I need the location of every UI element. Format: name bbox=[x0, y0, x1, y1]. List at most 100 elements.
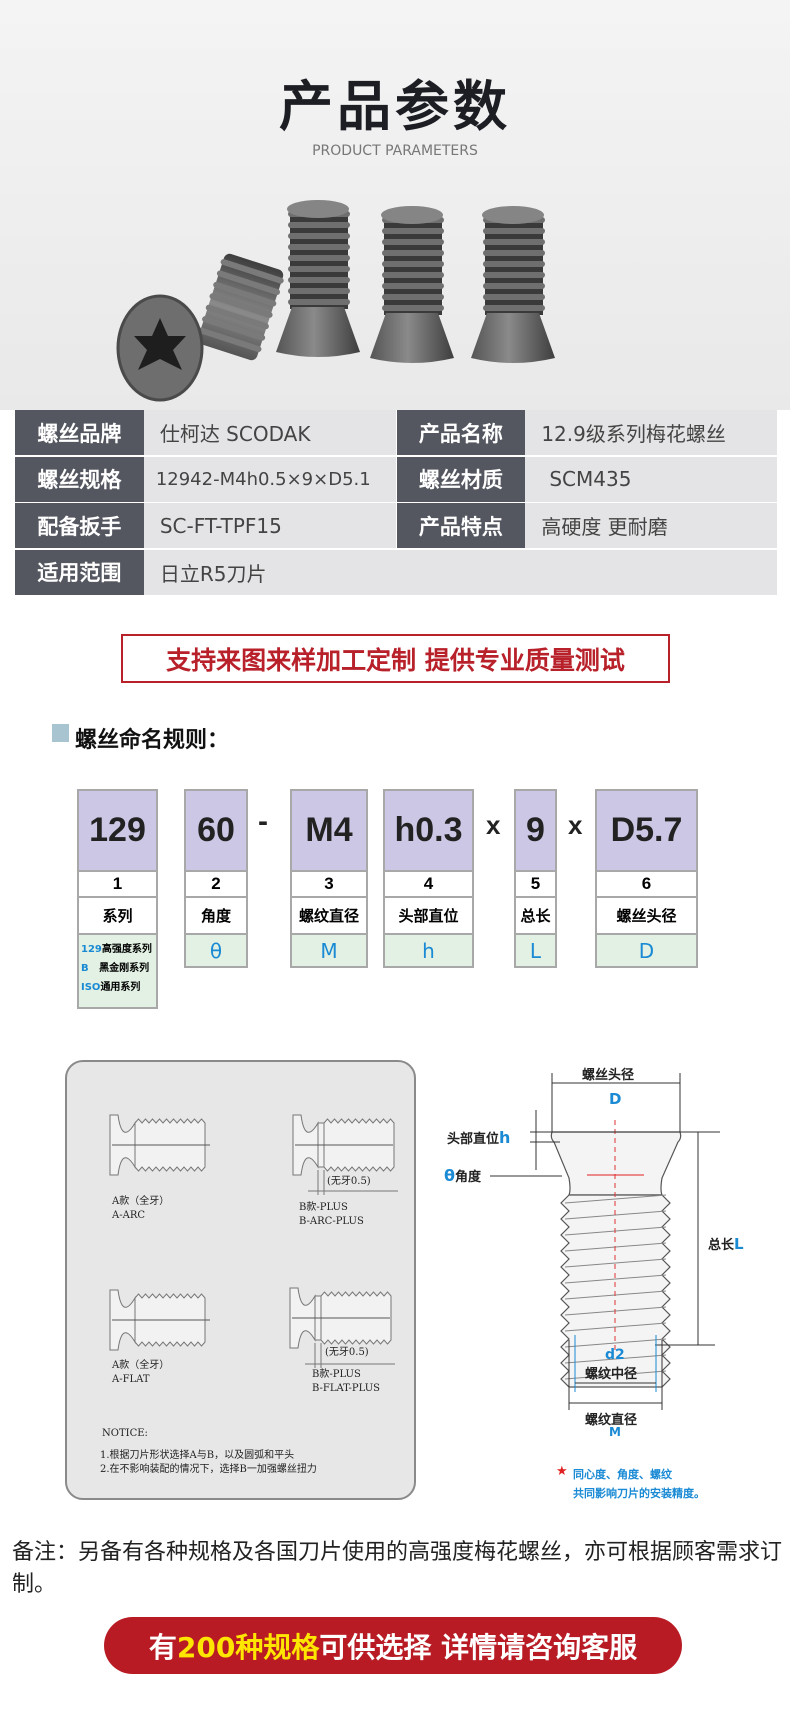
type-label: A款（全牙）A-FLAT bbox=[112, 1360, 170, 1385]
screw-thread bbox=[483, 239, 545, 245]
naming-code: 9 bbox=[516, 791, 555, 870]
naming-column-angle: 60 2 角度 θ bbox=[184, 789, 248, 968]
naming-column-length: 9 5 总长 L bbox=[514, 789, 557, 968]
pitch-diameter-label: 螺纹中径 bbox=[585, 1367, 638, 1382]
screw-head bbox=[370, 313, 454, 363]
naming-symbol: θ bbox=[186, 933, 246, 966]
series-name: 黑金刚系列 bbox=[99, 963, 150, 974]
naming-column-head-dia: D5.7 6 螺丝头径 D bbox=[595, 789, 698, 968]
screw-thread bbox=[288, 277, 350, 283]
screw-head bbox=[471, 313, 555, 363]
naming-index: 2 bbox=[186, 870, 246, 896]
naming-label: 角度 bbox=[186, 896, 246, 933]
screw-thread bbox=[209, 293, 273, 318]
spec-table: 螺丝品牌 仕柯达 SCODAK 产品名称 12.9级系列梅花螺丝 螺丝规格 12… bbox=[15, 410, 778, 596]
spec-label: 产品特点 bbox=[396, 503, 526, 548]
screw-thread bbox=[288, 255, 350, 261]
screw-head-outline bbox=[550, 1131, 682, 1196]
spec-row: 配备扳手 SC-FT-TPF15 产品特点 高硬度 更耐磨 bbox=[15, 503, 778, 548]
screw-thread bbox=[213, 281, 277, 307]
naming-label: 总长 bbox=[516, 896, 555, 933]
spec-value: 12.9级系列梅花螺丝 bbox=[525, 410, 777, 455]
naming-index: 5 bbox=[516, 870, 555, 896]
naming-symbol: M bbox=[292, 933, 366, 966]
heading-bullet-icon bbox=[52, 724, 69, 742]
screw-drawing bbox=[289, 1287, 395, 1368]
screw-thread bbox=[288, 244, 350, 250]
head-flat-label: 头部直位h bbox=[447, 1128, 511, 1147]
naming-symbol: L bbox=[516, 933, 555, 966]
screw-thread bbox=[483, 294, 545, 300]
screw-thread bbox=[382, 228, 444, 234]
spec-label: 适用范围 bbox=[15, 549, 144, 595]
screw-thread bbox=[483, 261, 545, 267]
screw-end bbox=[381, 206, 443, 224]
spec-value: 日立R5刀片 bbox=[143, 549, 777, 595]
spec-label: 螺丝品牌 bbox=[15, 410, 144, 455]
spec-label: 产品名称 bbox=[396, 410, 526, 455]
naming-symbol: D bbox=[597, 933, 696, 966]
separator-dash: - bbox=[258, 805, 268, 838]
screw-thread bbox=[202, 316, 266, 341]
naming-index: 4 bbox=[385, 870, 472, 896]
thread-line bbox=[564, 1258, 667, 1268]
screw-thread bbox=[382, 261, 444, 267]
type-label: A款（全牙）A-ARC bbox=[112, 1196, 170, 1221]
screw-head bbox=[276, 307, 360, 357]
notice-title: NOTICE: bbox=[102, 1428, 148, 1439]
screw-type-drawings bbox=[109, 1114, 398, 1368]
hero-banner bbox=[0, 0, 790, 410]
screw-thread bbox=[382, 283, 444, 289]
screw-thread bbox=[288, 266, 350, 272]
spec-value: 12942-M4h0.5×9×D5.1 bbox=[143, 456, 396, 502]
screw-photo bbox=[116, 200, 555, 402]
naming-code: h0.3 bbox=[385, 791, 472, 870]
screw-thread bbox=[220, 259, 284, 284]
separator-x: x bbox=[486, 810, 501, 840]
screw-thread bbox=[483, 228, 545, 234]
naming-label: 螺丝头径 bbox=[597, 896, 696, 933]
screw-thread bbox=[288, 299, 350, 305]
page-title: 产品参数 bbox=[279, 75, 511, 138]
screw-thread bbox=[483, 283, 545, 289]
screw-end bbox=[482, 206, 544, 224]
screw-thread bbox=[382, 294, 444, 300]
series-list: 129高强度系列 B 黑金刚系列 ISO通用系列 bbox=[79, 933, 156, 1007]
spec-value: SCM435 bbox=[525, 456, 778, 502]
naming-label: 系列 bbox=[79, 896, 156, 933]
screw-thread bbox=[483, 250, 545, 256]
screw-thread bbox=[288, 233, 350, 239]
series-name: 通用系列 bbox=[100, 982, 141, 993]
symbol-M: M bbox=[609, 1425, 621, 1439]
naming-code: D5.7 bbox=[597, 791, 696, 870]
naming-index: 1 bbox=[79, 870, 156, 896]
no-thread-label: (无牙0.5) bbox=[325, 1347, 369, 1358]
spec-value: SC-FT-TPF15 bbox=[143, 503, 396, 548]
series-code: ISO bbox=[81, 982, 101, 993]
custom-service-banner: 支持来图来样加工定制 提供专业质量测试 bbox=[121, 634, 670, 683]
naming-code: 129 bbox=[79, 791, 156, 870]
screw-thread bbox=[288, 288, 350, 294]
series-code: B bbox=[81, 963, 89, 974]
spec-label: 螺丝材质 bbox=[396, 456, 526, 502]
spec-value: 高硬度 更耐磨 bbox=[525, 503, 777, 548]
naming-index: 6 bbox=[597, 870, 696, 896]
cta-highlight: 200种规格 bbox=[176, 1630, 320, 1664]
spec-label: 配备扳手 bbox=[15, 503, 144, 548]
cta-text: 可供选择 详情请咨询客服 bbox=[319, 1630, 638, 1664]
upright-screw bbox=[471, 206, 555, 363]
spec-value: 仕柯达 SCODAK bbox=[143, 410, 396, 455]
screw-thread bbox=[198, 327, 262, 353]
naming-code: M4 bbox=[292, 791, 366, 870]
screw-thread bbox=[382, 250, 444, 256]
series-name: 高强度系列 bbox=[101, 944, 152, 955]
symbol-d2: d2 bbox=[605, 1347, 625, 1363]
screw-drawing bbox=[292, 1114, 398, 1195]
thread-diameter-label: 螺纹直径 bbox=[585, 1413, 638, 1428]
precision-note: 同心度、角度、螺纹共同影响刀片的安装精度。 bbox=[573, 1468, 705, 1500]
naming-column-series: 129 1 系列 129高强度系列 B 黑金刚系列 ISO通用系列 bbox=[77, 789, 158, 1009]
